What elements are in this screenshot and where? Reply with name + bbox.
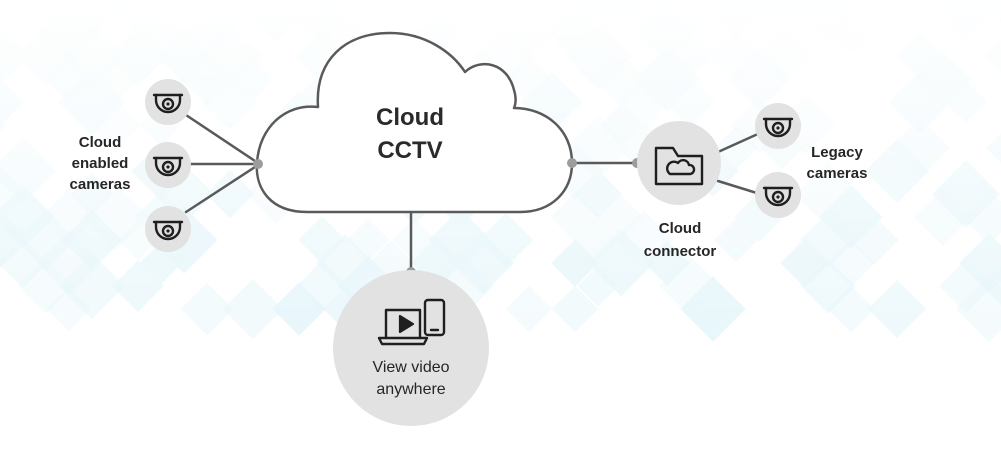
camera-disc xyxy=(755,172,801,218)
viewer-label-line2: anywhere xyxy=(376,381,445,398)
folder-cloud-icon xyxy=(654,146,704,186)
cloud-enabled-label-line3: cameras xyxy=(70,176,131,193)
camera-disc xyxy=(145,79,191,125)
laptop-phone-play-icon xyxy=(377,298,446,346)
cloud-enabled-camera-2 xyxy=(145,142,191,188)
cloud-enabled-label-line2: enabled xyxy=(72,155,129,172)
view-video-node xyxy=(333,270,489,426)
camera-disc xyxy=(145,206,191,252)
viewer-disc xyxy=(333,270,489,426)
cloud-title-line2: CCTV xyxy=(377,137,442,164)
line-camera-3 xyxy=(184,163,260,214)
line-legacy-2 xyxy=(716,179,762,196)
connector-label-line2: connector xyxy=(644,243,717,260)
cloud-title-line1: Cloud xyxy=(376,104,444,131)
connection-lines xyxy=(184,113,762,274)
legacy-camera-1 xyxy=(755,103,801,149)
camera-disc xyxy=(755,103,801,149)
connector-label-line1: Cloud xyxy=(659,220,702,237)
legacy-label-line1: Legacy xyxy=(811,144,863,161)
line-legacy-1 xyxy=(716,131,762,154)
cloud-enabled-camera-1 xyxy=(145,79,191,125)
cloud-enabled-label-line1: Cloud xyxy=(79,134,122,151)
legacy-camera-2 xyxy=(755,172,801,218)
cloud-connector xyxy=(637,121,721,205)
line-camera-1 xyxy=(184,113,260,165)
cloud-enabled-camera-3 xyxy=(145,206,191,252)
camera-disc xyxy=(145,142,191,188)
legacy-label-line2: cameras xyxy=(807,165,868,182)
cloud-right-dot xyxy=(567,158,577,168)
cloud-shape xyxy=(255,31,574,214)
cloud-left-dot xyxy=(253,159,263,169)
viewer-label-line1: View video xyxy=(372,359,449,376)
